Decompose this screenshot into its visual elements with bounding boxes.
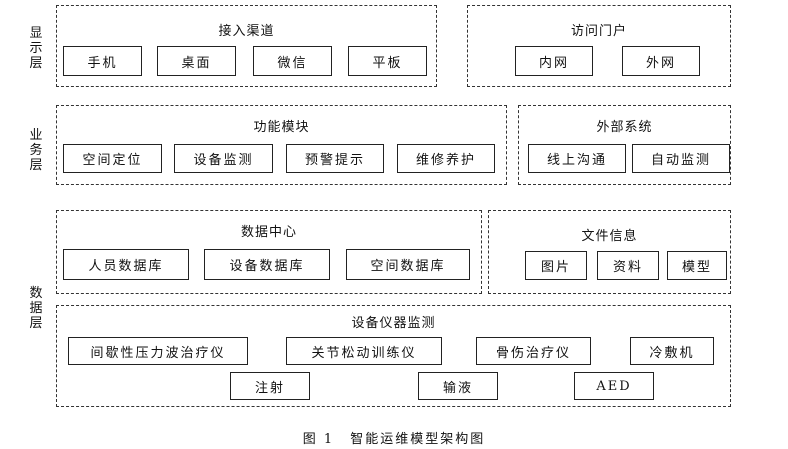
- node-intranet: 内网: [515, 46, 593, 76]
- group-title: 设备仪器监测: [351, 316, 436, 331]
- node-intermittent-pressure-therapy: 间歇性压力波治疗仪: [68, 337, 248, 365]
- node-desktop: 桌面: [157, 46, 236, 76]
- node-equipment-monitoring: 设备监测: [174, 144, 273, 173]
- layer-label-display: 显 示 层: [28, 26, 44, 71]
- figure-caption: 图 1 智能运维模型架构图: [0, 428, 788, 447]
- node-personnel-database: 人员数据库: [63, 249, 189, 280]
- node-extranet: 外网: [622, 46, 700, 76]
- node-models: 模型: [667, 251, 727, 280]
- group-external-systems: 外部系统 线上沟通 自动监测: [518, 105, 731, 185]
- group-data-center: 数据中心 人员数据库 设备数据库 空间数据库: [56, 210, 482, 294]
- figure-title: 智能运维模型架构图: [350, 432, 486, 447]
- node-cold-compress-machine: 冷敷机: [630, 337, 714, 365]
- layer-label-char: 层: [29, 56, 43, 71]
- node-bone-injury-therapy: 骨伤治疗仪: [476, 337, 591, 365]
- group-equipment-monitoring: 设备仪器监测 间歇性压力波治疗仪 关节松动训练仪 骨伤治疗仪 冷敷机 注射 输液…: [56, 305, 731, 407]
- group-access-channels: 接入渠道 手机 桌面 微信 平板: [56, 5, 437, 87]
- layer-label-char: 显: [29, 26, 43, 41]
- node-space-database: 空间数据库: [346, 249, 470, 280]
- node-wechat: 微信: [253, 46, 332, 76]
- layer-label-char: 务: [29, 143, 43, 158]
- group-access-portal: 访问门户 内网 外网: [467, 5, 731, 87]
- figure-number: 图 1: [302, 432, 335, 447]
- group-title: 接入渠道: [218, 24, 275, 39]
- layer-label-char: 业: [29, 128, 43, 143]
- layer-label-char: 示: [29, 41, 43, 56]
- group-file-info: 文件信息 图片 资料 模型: [488, 210, 731, 294]
- node-equipment-database: 设备数据库: [204, 249, 330, 280]
- node-aed: AED: [574, 372, 654, 400]
- group-title: 功能模块: [253, 120, 310, 135]
- node-tablet: 平板: [348, 46, 427, 76]
- group-function-modules: 功能模块 空间定位 设备监测 预警提示 维修养护: [56, 105, 507, 185]
- node-images: 图片: [525, 251, 587, 280]
- layer-label-data: 数 据 层: [28, 286, 44, 331]
- node-phone: 手机: [63, 46, 142, 76]
- node-documents: 资料: [597, 251, 659, 280]
- node-early-warning: 预警提示: [286, 144, 384, 173]
- group-title: 外部系统: [596, 120, 653, 135]
- group-title: 数据中心: [240, 225, 297, 240]
- node-space-positioning: 空间定位: [63, 144, 162, 173]
- group-title: 文件信息: [581, 229, 638, 244]
- layer-label-char: 数: [29, 286, 43, 301]
- node-automatic-monitoring: 自动监测: [632, 144, 730, 173]
- node-injection: 注射: [230, 372, 310, 400]
- layer-label-char: 据: [29, 301, 43, 316]
- node-online-communication: 线上沟通: [528, 144, 626, 173]
- node-infusion: 输液: [418, 372, 498, 400]
- node-joint-mobilization-trainer: 关节松动训练仪: [286, 337, 442, 365]
- layer-label-char: 层: [29, 158, 43, 173]
- layer-label-business: 业 务 层: [28, 128, 44, 173]
- node-maintenance: 维修养护: [397, 144, 495, 173]
- layer-label-char: 层: [29, 316, 43, 331]
- group-title: 访问门户: [570, 24, 627, 39]
